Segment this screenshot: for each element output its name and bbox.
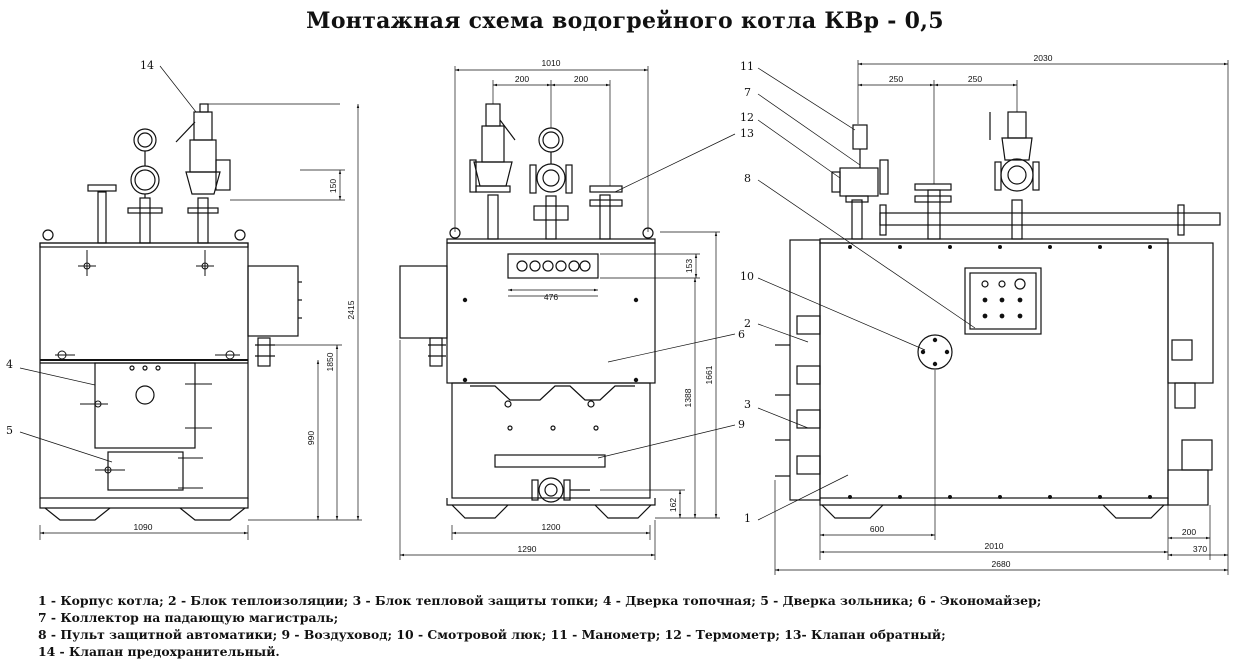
boiler-body-right [819, 242, 1169, 499]
dim-right-600: 600 [870, 524, 884, 534]
front-view [399, 103, 656, 519]
dim-right-2030: 2030 [1034, 53, 1053, 63]
legend-item: 13- Клапан обратный; [784, 627, 946, 642]
dim-front-1010: 1010 [542, 58, 561, 68]
dim-left-width: 1090 [134, 522, 153, 532]
callout-6: 6 [738, 328, 745, 341]
dim-front-476: 476 [544, 292, 558, 302]
callout-1: 1 [744, 512, 751, 525]
dim-right-2680: 2680 [992, 559, 1011, 569]
callout-3: 3 [744, 398, 751, 411]
page-title: Монтажная схема водогрейного котла КВр -… [306, 8, 944, 34]
callout-14: 14 [140, 59, 154, 72]
inspection-hatch [917, 334, 953, 370]
ash-door [107, 451, 184, 491]
dim-front-153: 153 [684, 259, 694, 273]
dim-front-200a: 200 [515, 74, 529, 84]
legend-item: 12 - Термометр; [664, 627, 780, 642]
dim-right-2010: 2010 [985, 541, 1004, 551]
legend: 1 - Корпус котла; 2 - Блок теплоизоляции… [38, 592, 1218, 660]
side-view-left [39, 103, 340, 521]
dim-front-1290: 1290 [518, 544, 537, 554]
dim-left-990: 990 [306, 431, 316, 445]
fire-door [94, 362, 196, 449]
dim-front-200b: 200 [574, 74, 588, 84]
legend-item: 4 - Дверка топочная; [602, 593, 756, 608]
legend-item: 7 - Коллектор на падающую магистраль; [38, 610, 339, 625]
legend-item: 6 - Экономайзер; [917, 593, 1042, 608]
dim-front-1388: 1388 [683, 388, 693, 407]
callout-11: 11 [740, 60, 754, 73]
legend-item: 1 - Корпус котла; [38, 593, 164, 608]
callout-4: 4 [6, 358, 13, 371]
side-view-right [775, 111, 1221, 519]
callout-12: 12 [740, 111, 754, 124]
legend-item: 11 - Манометр; [550, 627, 661, 642]
dim-right-200: 200 [1182, 527, 1196, 537]
callout-10: 10 [740, 270, 754, 283]
legend-item: 9 - Воздуховод; [281, 627, 393, 642]
callout-8: 8 [744, 172, 751, 185]
dim-left-2415: 2415 [346, 300, 356, 319]
callout-13: 13 [740, 127, 754, 140]
boiler-body-left [39, 242, 249, 499]
legend-item: 10 - Смотровой люк; [396, 627, 547, 642]
legend-item: 14 - Клапан предохранительный. [38, 644, 280, 659]
dim-left-150: 150 [328, 179, 338, 193]
callout-2: 2 [744, 317, 751, 330]
dim-front-162: 162 [668, 498, 678, 512]
legend-item: 2 - Блок теплоизоляции; [168, 593, 349, 608]
boiler-installation-drawing: 1090 2415 150 1850 990 14 4 5 [6, 53, 1229, 575]
callout-5: 5 [6, 424, 13, 437]
air-duct [494, 454, 606, 468]
dim-right-250b: 250 [968, 74, 982, 84]
control-panel [964, 267, 1042, 335]
callout-9: 9 [738, 418, 745, 431]
legend-item: 8 - Пульт защитной автоматики; [38, 627, 278, 642]
callout-7: 7 [744, 86, 751, 99]
dim-front-1200: 1200 [542, 522, 561, 532]
dim-right-370: 370 [1193, 544, 1207, 554]
boiler-body-front [446, 242, 656, 384]
dim-left-1850: 1850 [325, 352, 335, 371]
dim-right-250a: 250 [889, 74, 903, 84]
legend-item: 3 - Блок тепловой защиты топки; [352, 593, 599, 608]
legend-item: 5 - Дверка зольника; [760, 593, 914, 608]
dim-front-1661: 1661 [704, 365, 714, 384]
